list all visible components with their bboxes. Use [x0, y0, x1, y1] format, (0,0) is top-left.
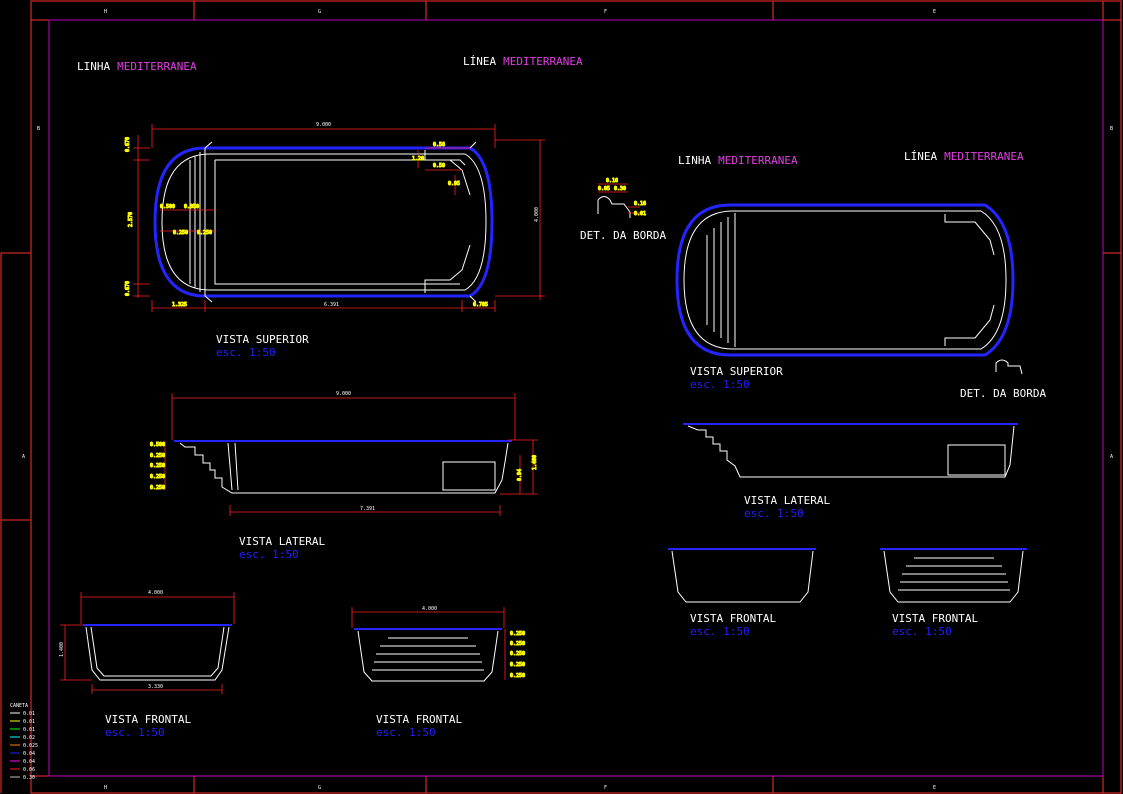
svg-text:0.250: 0.250	[173, 230, 188, 236]
frame-marker: B	[37, 126, 40, 132]
pen-value: 0.01	[23, 719, 35, 725]
view-scale: esc. 1:50	[690, 378, 750, 391]
svg-text:0.250: 0.250	[197, 230, 212, 236]
svg-text:0.670: 0.670	[125, 137, 131, 152]
right-side-view	[683, 423, 1018, 478]
frame-marker: F	[604, 9, 607, 15]
svg-text:0.250: 0.250	[150, 453, 165, 459]
svg-text:0.95: 0.95	[448, 181, 460, 187]
view-scale: esc. 1:50	[216, 346, 276, 359]
view-title: VISTA FRONTAL	[892, 612, 978, 625]
left-side-view: 9.000 7.391 1.400 0.94 0.500 0.250 0.250…	[150, 391, 539, 516]
edge-detail-small	[995, 359, 1023, 375]
pen-table-title: CANETA	[10, 703, 28, 709]
view-scale: esc. 1:50	[239, 548, 299, 561]
frame-marker: H	[104, 9, 107, 15]
frame-marker: G	[318, 785, 321, 791]
view-scale: esc. 1:50	[105, 726, 165, 739]
pen-value: 0.01	[23, 711, 35, 717]
svg-text:0.250: 0.250	[510, 651, 525, 657]
detail-label: DET. DA BORDA	[960, 387, 1046, 400]
svg-text:0.50: 0.50	[433, 163, 445, 169]
frame-marker: E	[933, 9, 936, 15]
svg-text:0.250: 0.250	[150, 474, 165, 480]
view-scale: esc. 1:50	[892, 625, 952, 638]
svg-text:4.000: 4.000	[422, 606, 437, 612]
svg-text:3.330: 3.330	[148, 684, 163, 690]
detail-label: DET. DA BORDA	[580, 229, 666, 242]
svg-text:0.500: 0.500	[150, 442, 165, 448]
svg-text:0.56: 0.56	[433, 142, 445, 148]
pen-table: CANETA 0.01 0.01 0.01 0.02 0.025 0.04 0.04 0.06…	[10, 703, 38, 781]
pen-value: 0.02	[23, 735, 35, 741]
frame-marker: B	[1110, 126, 1113, 132]
view-title: VISTA LATERAL	[744, 494, 830, 507]
view-title: VISTA SUPERIOR	[690, 365, 783, 378]
left-front-view-1: 4.000 3.330 1.400	[59, 590, 235, 694]
svg-text:1.20: 1.20	[412, 156, 424, 162]
view-title: VISTA FRONTAL	[105, 713, 191, 726]
frame-marker: A	[22, 454, 25, 460]
frame-marker: F	[604, 785, 607, 791]
svg-text:0.30: 0.30	[614, 186, 626, 192]
svg-text:2.570: 2.570	[128, 212, 134, 227]
view-scale: esc. 1:50	[376, 726, 436, 739]
svg-text:0.785: 0.785	[473, 302, 488, 308]
right-front-view-2	[880, 548, 1027, 603]
frame-marker: H	[104, 785, 107, 791]
pen-value: 0.025	[23, 743, 38, 749]
view-title: VISTA FRONTAL	[690, 612, 776, 625]
svg-text:0.16: 0.16	[634, 201, 646, 207]
view-scale: esc. 1:50	[690, 625, 750, 638]
svg-text:9.000: 9.000	[316, 122, 331, 128]
svg-text:1.400: 1.400	[532, 455, 538, 470]
frame-marker: G	[318, 9, 321, 15]
pen-value: 0.06	[23, 767, 35, 773]
right-top-view	[675, 203, 1015, 357]
view-title: VISTA FRONTAL	[376, 713, 462, 726]
svg-text:0.01: 0.01	[634, 211, 646, 217]
svg-text:1.325: 1.325	[172, 302, 187, 308]
pen-value: 0.04	[23, 751, 35, 757]
svg-text:4.000: 4.000	[534, 207, 540, 222]
svg-text:0.05: 0.05	[598, 186, 610, 192]
svg-text:7.391: 7.391	[360, 506, 375, 512]
svg-text:0.16: 0.16	[606, 178, 618, 184]
frame-marker: A	[1110, 454, 1113, 460]
svg-text:4.000: 4.000	[148, 590, 163, 596]
edge-detail: 0.16 0.05 0.30 0.16 0.01	[597, 178, 647, 218]
svg-text:0.850: 0.850	[184, 204, 199, 210]
svg-text:9.000: 9.000	[336, 391, 351, 397]
frame-marker: E	[933, 785, 936, 791]
svg-text:6.391: 6.391	[324, 302, 339, 308]
sheet-border	[48, 19, 1104, 777]
svg-text:1.400: 1.400	[59, 642, 65, 657]
svg-text:0.250: 0.250	[510, 662, 525, 668]
left-top-view: 9.000 1.325 6.391 0.785 0.670 2.570 0.67…	[125, 122, 545, 312]
svg-text:0.500: 0.500	[160, 204, 175, 210]
left-front-view-2: 4.000 0.250 0.250 0.250 0.250 0.250	[351, 606, 526, 682]
view-title: VISTA LATERAL	[239, 535, 325, 548]
svg-text:0.250: 0.250	[510, 673, 525, 679]
svg-text:0.250: 0.250	[510, 631, 525, 637]
svg-text:0.94: 0.94	[517, 469, 523, 481]
pen-value: 0.30	[23, 775, 35, 781]
svg-text:0.250: 0.250	[150, 485, 165, 491]
svg-text:0.670: 0.670	[125, 281, 131, 296]
right-front-view-1	[668, 548, 816, 603]
view-scale: esc. 1:50	[744, 507, 804, 520]
pen-value: 0.04	[23, 759, 35, 765]
pen-value: 0.01	[23, 727, 35, 733]
svg-text:0.250: 0.250	[510, 641, 525, 647]
view-title: VISTA SUPERIOR	[216, 333, 309, 346]
svg-text:0.250: 0.250	[150, 463, 165, 469]
